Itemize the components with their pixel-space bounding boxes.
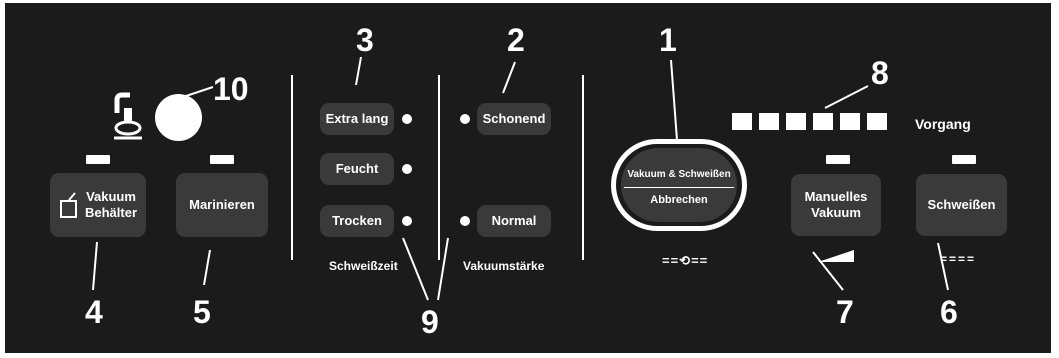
- callout-6: 6: [940, 294, 958, 330]
- schweisszeit-label: Schweißzeit: [329, 259, 398, 273]
- progress-segment: [730, 111, 754, 132]
- schweissen-label: Schweißen: [927, 197, 996, 212]
- schweissen-indicator: ====: [940, 252, 977, 266]
- feucht-button[interactable]: Feucht: [320, 153, 394, 185]
- vakuum-schweissen-abbrechen-button[interactable]: Vakuum & Schweißen Abbrechen: [611, 139, 747, 231]
- progress-segment: [757, 111, 781, 132]
- extra-lang-button[interactable]: Extra lang: [320, 103, 394, 135]
- vakuum-behaelter-label: Vakuum Behälter: [84, 189, 138, 220]
- schonend-indicator: [460, 114, 470, 124]
- feucht-indicator: [402, 164, 412, 174]
- vacuum-port[interactable]: [155, 94, 202, 141]
- marinieren-led: [210, 155, 234, 164]
- callout-7: 7: [836, 294, 854, 330]
- trocken-label: Trocken: [332, 213, 382, 228]
- divider: [438, 75, 440, 260]
- canister-icon: [59, 192, 77, 218]
- oval-divider: [624, 187, 734, 188]
- progress-segment: [811, 111, 835, 132]
- schweissen-button[interactable]: Schweißen: [916, 174, 1007, 236]
- callout-8: 8: [871, 55, 889, 91]
- callout-10: 10: [213, 71, 249, 107]
- callout-1: 1: [659, 22, 677, 58]
- marinieren-button[interactable]: Marinieren: [176, 173, 268, 237]
- callout-4: 4: [85, 294, 103, 330]
- manuelles-vakuum-label: Manuelles Vakuum: [804, 189, 868, 220]
- trocken-button[interactable]: Trocken: [320, 205, 394, 237]
- divider: [582, 75, 584, 260]
- extra-lang-indicator: [402, 114, 412, 124]
- callout-2: 2: [507, 22, 525, 58]
- abbrechen-label: Abbrechen: [650, 194, 708, 206]
- normal-label: Normal: [491, 213, 537, 228]
- extra-lang-label: Extra lang: [325, 111, 389, 126]
- vorgang-label: Vorgang: [915, 116, 971, 132]
- progress-segment: [865, 111, 889, 132]
- marinieren-label: Marinieren: [189, 197, 255, 212]
- progress-segment: [838, 111, 862, 132]
- normal-indicator: [460, 216, 470, 226]
- schonend-label: Schonend: [482, 111, 546, 126]
- manuelles-vakuum-led: [826, 155, 850, 164]
- vakuum-behaelter-led: [86, 155, 110, 164]
- vakuumstaerke-label: Vakuumstärke: [463, 259, 545, 273]
- manuelles-vakuum-button[interactable]: Manuelles Vakuum: [791, 174, 881, 236]
- feucht-label: Feucht: [335, 161, 379, 176]
- callout-5: 5: [193, 294, 211, 330]
- callout-9: 9: [421, 304, 439, 340]
- divider: [291, 75, 293, 260]
- vakuum-schweissen-label: Vakuum & Schweißen: [627, 169, 731, 180]
- callout-3: 3: [356, 22, 374, 58]
- vakuum-behaelter-button[interactable]: Vakuum Behälter: [50, 173, 146, 237]
- progress-segment: [784, 111, 808, 132]
- schonend-button[interactable]: Schonend: [477, 103, 551, 135]
- trocken-indicator: [402, 216, 412, 226]
- schweissen-led: [952, 155, 976, 164]
- cycle-icon: ==⟲==: [662, 253, 709, 268]
- normal-button[interactable]: Normal: [477, 205, 551, 237]
